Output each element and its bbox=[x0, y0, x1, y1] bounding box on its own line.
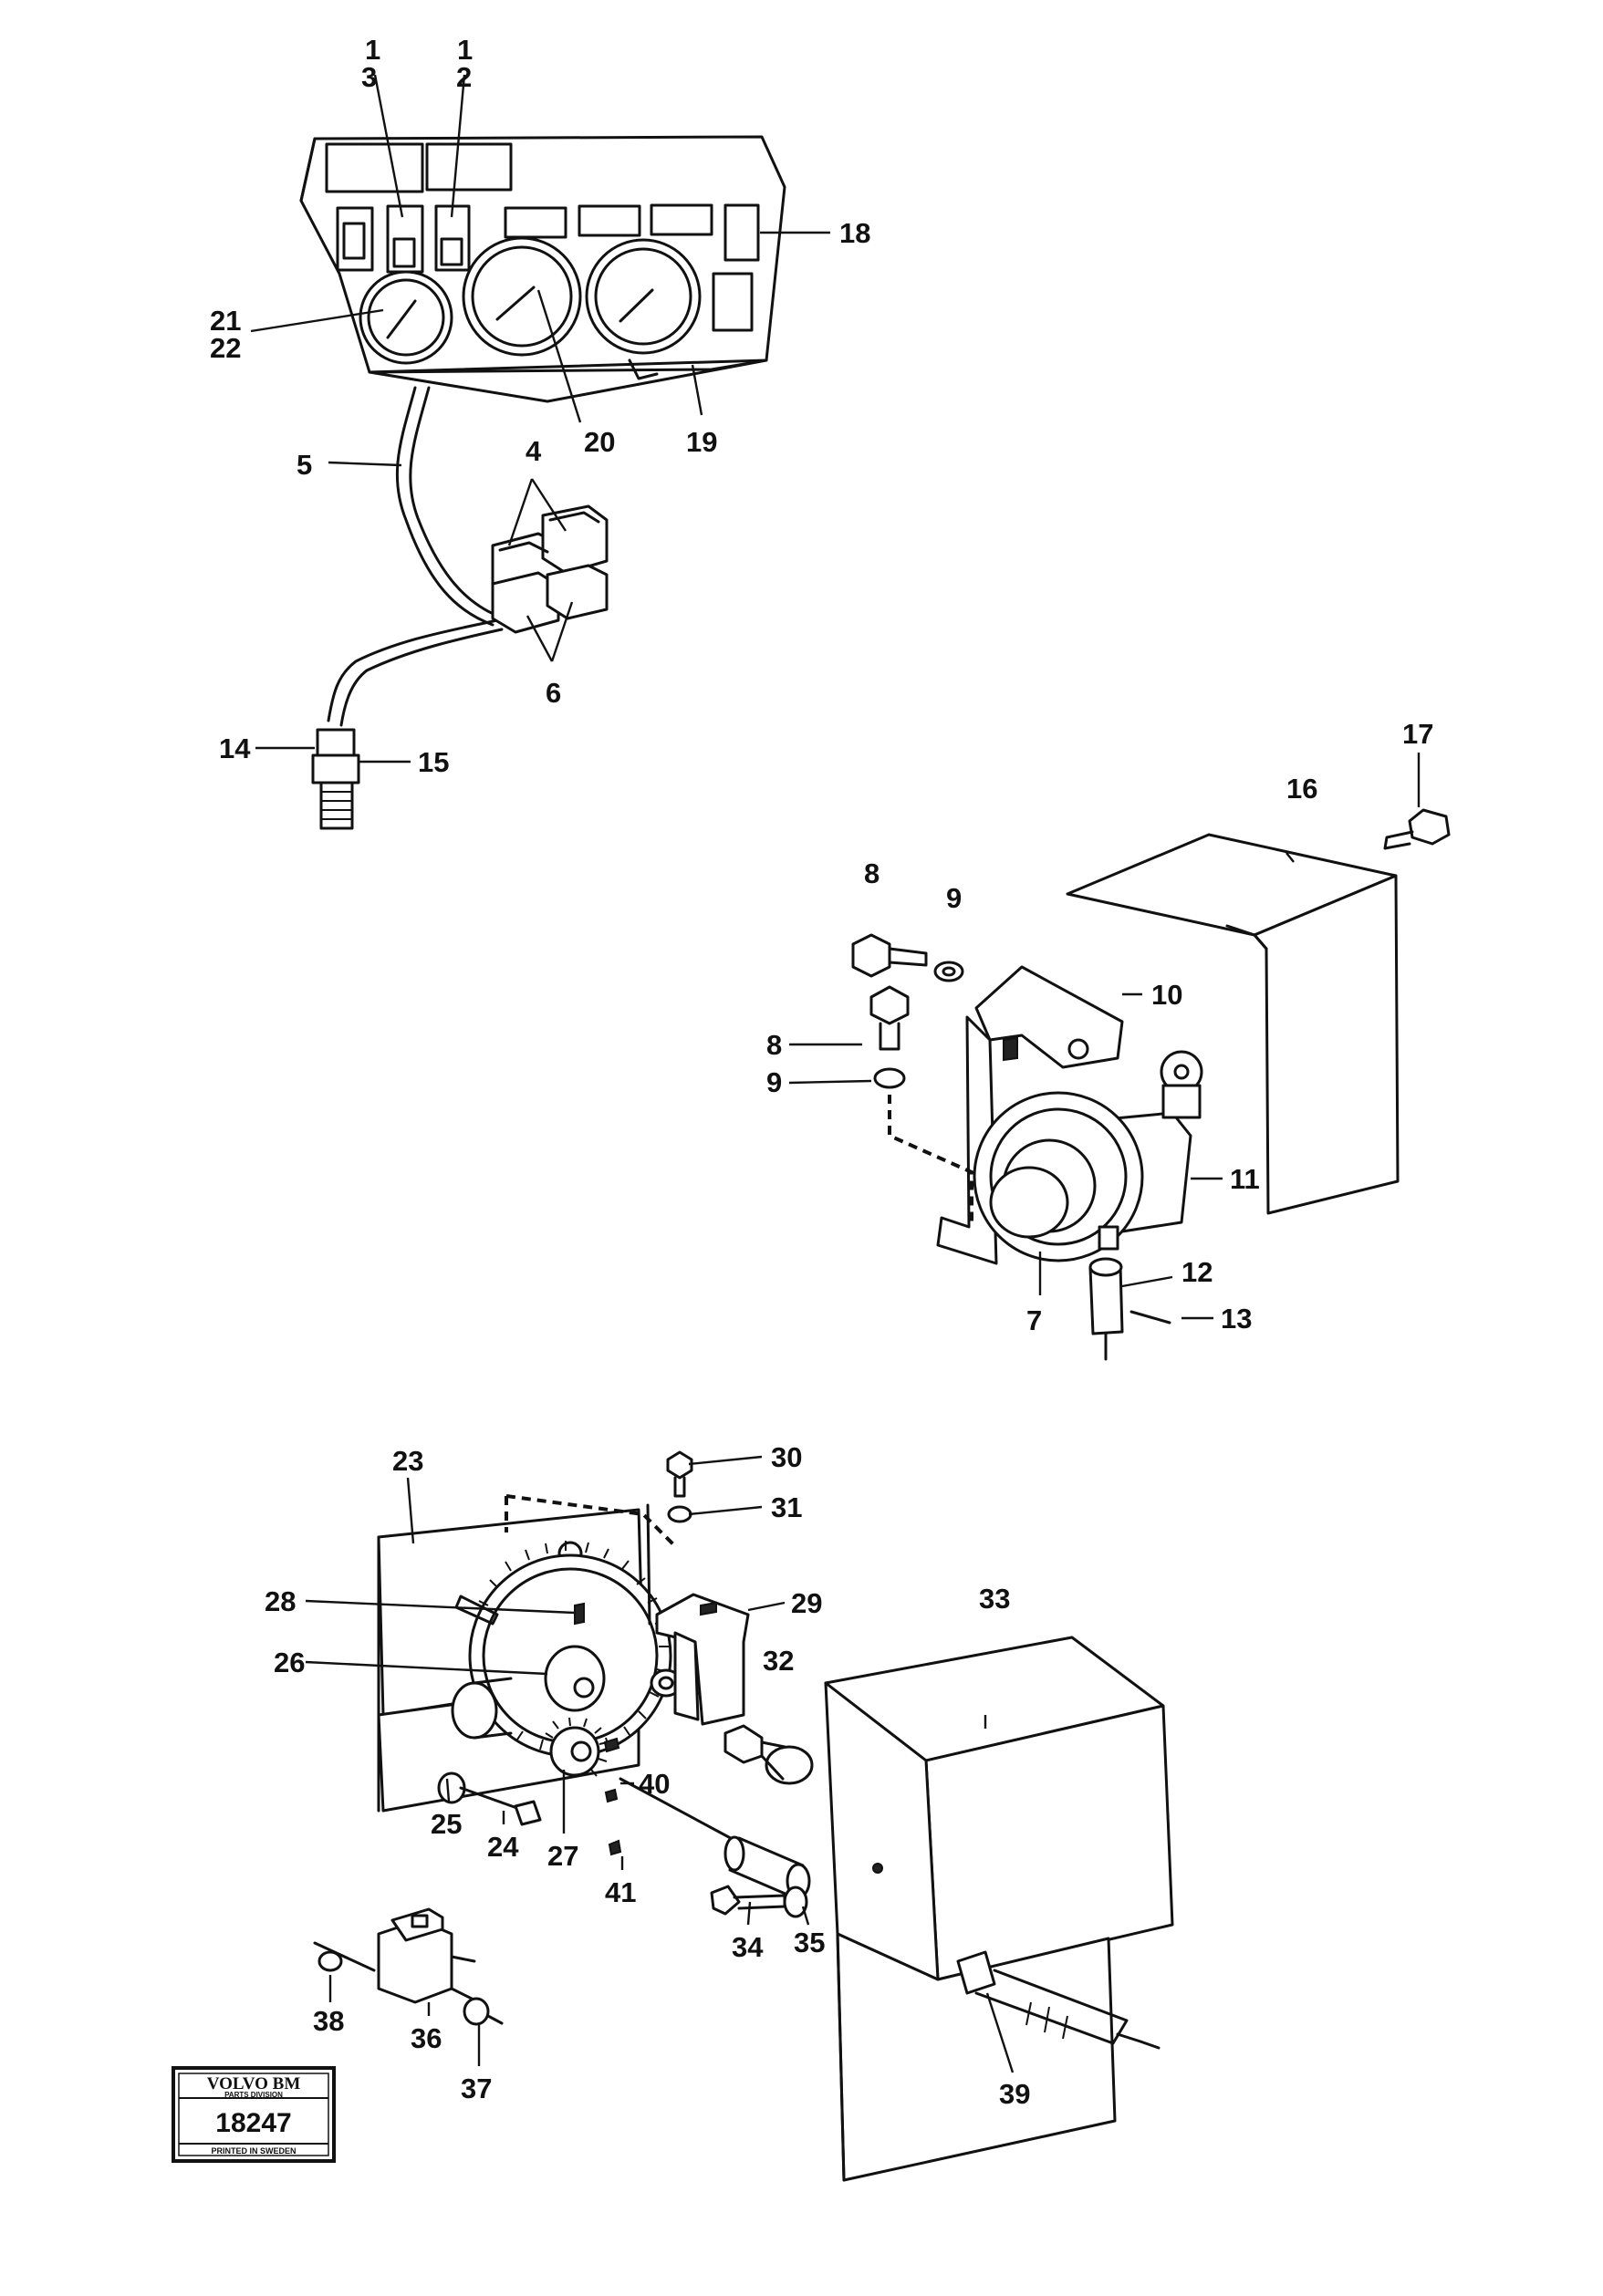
callout-39: 39 bbox=[999, 2078, 1030, 2110]
callout-36: 36 bbox=[411, 2022, 442, 2054]
callout-35: 35 bbox=[794, 1927, 825, 1958]
instrument-panel bbox=[299, 135, 786, 830]
callout-14: 14 bbox=[219, 732, 251, 764]
callout-1a: 1 bbox=[365, 34, 380, 66]
callout-13: 13 bbox=[1221, 1303, 1252, 1335]
callout-labels: 1 3 1 2 18 21 22 20 19 5 4 6 14 15 17 16… bbox=[210, 34, 1433, 2110]
callout-4: 4 bbox=[526, 435, 542, 467]
callout-7: 7 bbox=[1026, 1304, 1042, 1336]
callout-37: 37 bbox=[461, 2073, 492, 2104]
callout-5: 5 bbox=[297, 449, 312, 481]
callout-3: 3 bbox=[361, 61, 377, 93]
callout-2: 2 bbox=[456, 61, 472, 93]
stamp-footer: PRINTED IN SWEDEN bbox=[211, 2146, 296, 2156]
stamp-brand: VOLVO BM bbox=[207, 2074, 301, 2093]
callout-33: 33 bbox=[979, 1583, 1010, 1615]
callout-12: 12 bbox=[1181, 1256, 1213, 1288]
callout-26: 26 bbox=[274, 1647, 305, 1678]
horn-assembly bbox=[851, 808, 1451, 1361]
callout-1b: 1 bbox=[457, 34, 473, 66]
callout-41: 41 bbox=[605, 1876, 636, 1908]
callout-19: 19 bbox=[686, 426, 717, 458]
parts-stamp: VOLVO BM PARTS DIVISION 18247 PRINTED IN… bbox=[172, 2066, 336, 2163]
callout-21: 21 bbox=[210, 305, 241, 337]
callout-28: 28 bbox=[265, 1585, 296, 1617]
callout-34: 34 bbox=[732, 1931, 764, 1963]
callout-6: 6 bbox=[546, 677, 561, 709]
callout-22: 22 bbox=[210, 332, 241, 364]
callout-10: 10 bbox=[1151, 979, 1182, 1011]
callout-27: 27 bbox=[547, 1840, 578, 1872]
leader-lines bbox=[250, 74, 1421, 2073]
stamp-division: PARTS DIVISION bbox=[224, 2091, 283, 2099]
callout-20: 20 bbox=[584, 426, 615, 458]
callout-9b: 9 bbox=[766, 1066, 782, 1098]
callout-40: 40 bbox=[639, 1768, 670, 1800]
callout-23: 23 bbox=[392, 1445, 423, 1477]
callout-32: 32 bbox=[763, 1645, 794, 1677]
callout-31: 31 bbox=[771, 1491, 802, 1523]
callout-9a: 9 bbox=[946, 882, 962, 914]
stamp-number: 18247 bbox=[215, 2108, 291, 2138]
callout-18: 18 bbox=[839, 217, 870, 249]
callout-29: 29 bbox=[791, 1587, 822, 1619]
mechanism-assembly bbox=[313, 1450, 1174, 2182]
callout-16: 16 bbox=[1286, 773, 1317, 805]
callout-38: 38 bbox=[313, 2005, 344, 2037]
callout-30: 30 bbox=[771, 1441, 802, 1473]
callout-8b: 8 bbox=[766, 1029, 782, 1061]
callout-25: 25 bbox=[431, 1808, 462, 1840]
callout-17: 17 bbox=[1402, 718, 1433, 750]
callout-8a: 8 bbox=[864, 857, 880, 889]
callout-11: 11 bbox=[1230, 1163, 1260, 1195]
callout-24: 24 bbox=[487, 1831, 519, 1863]
callout-15: 15 bbox=[418, 746, 449, 778]
